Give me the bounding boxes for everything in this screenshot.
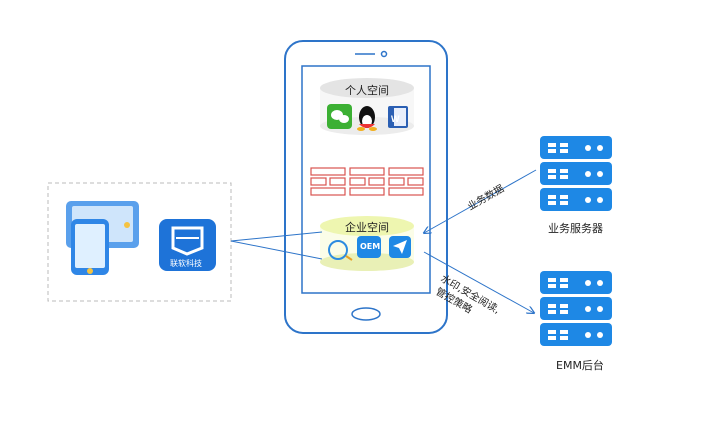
- mobile-devices-icon: [66, 201, 139, 275]
- brand-name: 联软科技: [170, 259, 202, 268]
- emm-backend-label: EMM后台: [556, 359, 604, 372]
- connector-line: [230, 231, 323, 242]
- word-icon: W: [388, 106, 408, 128]
- chat-app-icon: [328, 240, 353, 261]
- brand-logo: [159, 219, 216, 271]
- wechat-icon: [327, 104, 352, 129]
- business-server-icon: [540, 136, 612, 211]
- oem-label: OEM: [360, 242, 381, 251]
- firewall-icon: [310, 167, 424, 196]
- device-group-box: [47, 182, 232, 302]
- oem-app-icon: [357, 236, 381, 258]
- emm-server-icon: [540, 271, 612, 346]
- business-data-arrow: [424, 169, 537, 233]
- qq-icon: [357, 106, 377, 131]
- personal-space-label: 个人空间: [345, 84, 389, 97]
- business-server-label: 业务服务器: [548, 222, 603, 235]
- svg-text:W: W: [391, 114, 400, 124]
- enterprise-space-label: 企业空间: [345, 221, 389, 234]
- send-app-icon: [389, 236, 411, 258]
- emm-policy-arrow: [423, 251, 534, 313]
- connector-line: [230, 240, 323, 260]
